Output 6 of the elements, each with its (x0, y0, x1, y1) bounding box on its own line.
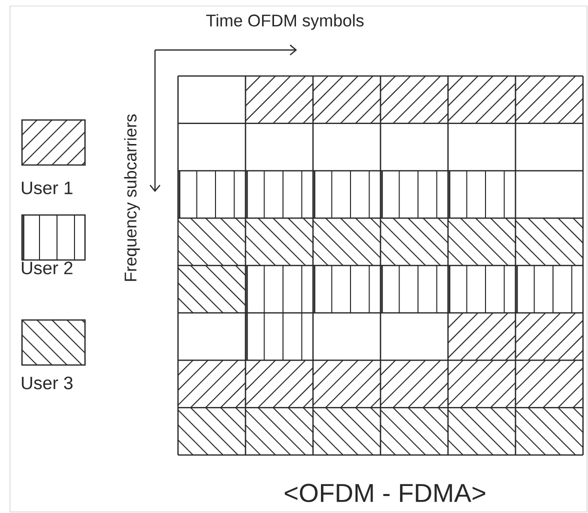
axis-label: Time OFDM symbols (206, 14, 364, 30)
legend-label: User 1 (22, 182, 72, 194)
axis-label: Frequency subcarriers (124, 114, 140, 281)
caption: <OFDM - FDMA> (284, 484, 486, 502)
legend-label: User 3 (22, 376, 73, 390)
legend-label: User 2 (22, 262, 72, 274)
